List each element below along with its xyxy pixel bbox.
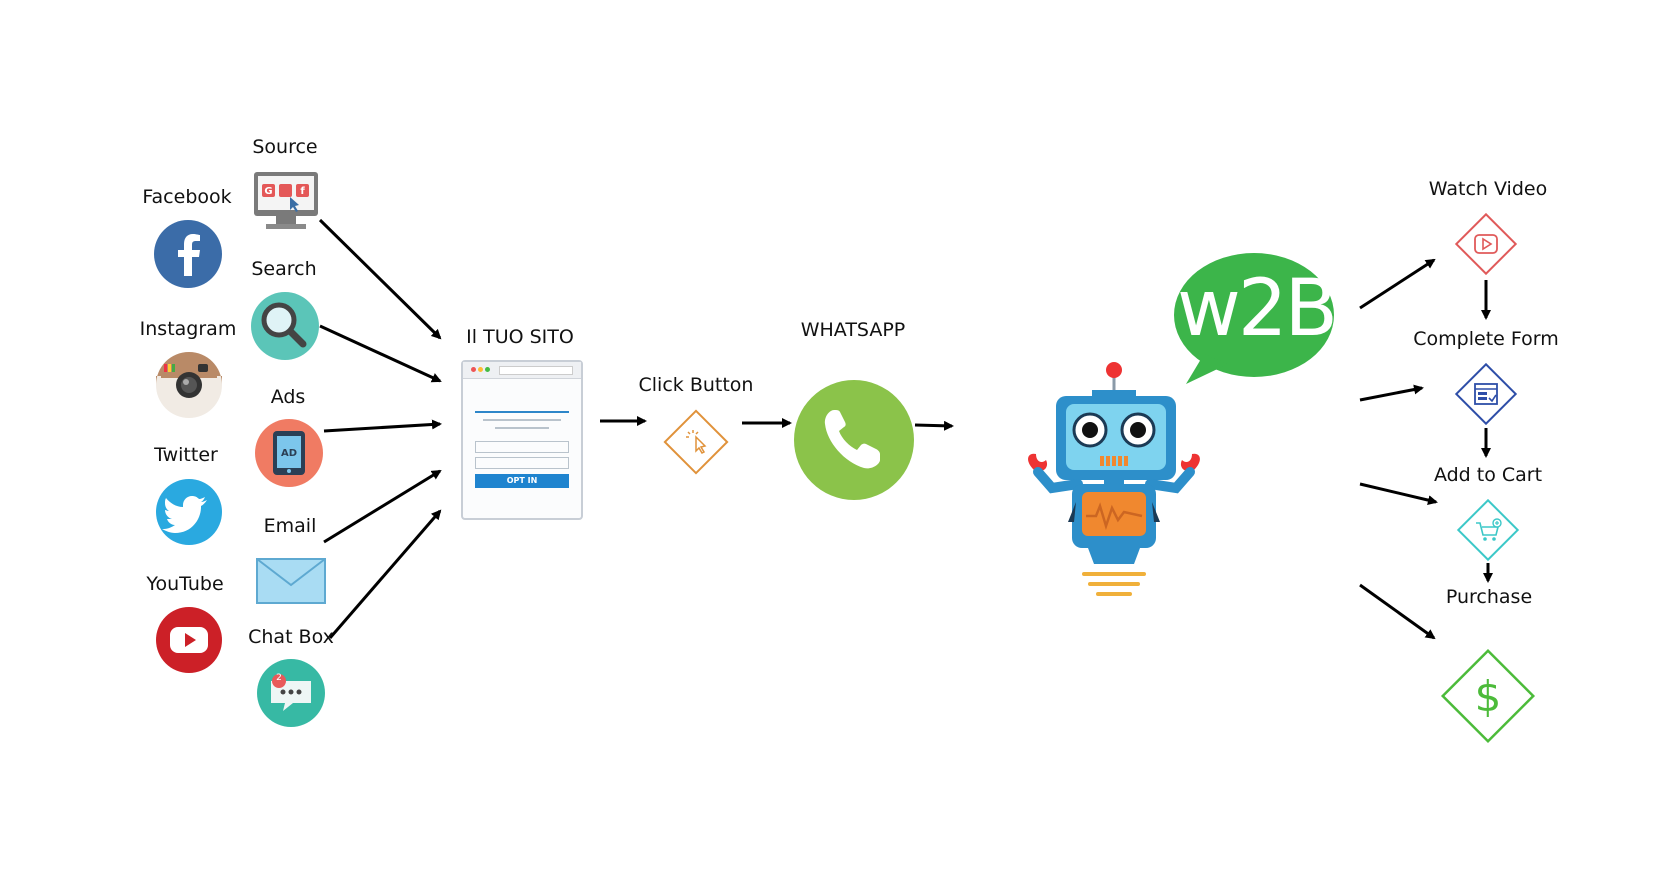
twitter-label: Twitter bbox=[154, 444, 218, 466]
svg-text:AD: AD bbox=[281, 448, 297, 459]
youtube-icon bbox=[156, 607, 222, 677]
arrow-chat-to-site bbox=[328, 509, 442, 639]
ad-tablet-icon: AD bbox=[255, 419, 323, 491]
dollar-icon: $ bbox=[1433, 641, 1543, 755]
magnifier-icon bbox=[251, 292, 319, 364]
play-video-icon bbox=[1451, 208, 1521, 284]
opt-in-button[interactable]: OPT IN bbox=[475, 474, 569, 488]
youtube-label: YouTube bbox=[146, 573, 224, 595]
w2b-bubble-text: w2B bbox=[1177, 264, 1338, 354]
webpage-icon: OPT IN bbox=[461, 360, 583, 520]
chat-box-label: Chat Box bbox=[248, 626, 334, 648]
watch-video-label: Watch Video bbox=[1428, 178, 1548, 200]
arrow-email-to-site bbox=[323, 469, 442, 544]
facebook-label: Facebook bbox=[142, 186, 232, 208]
monitor-icon: G f bbox=[252, 170, 320, 240]
add-to-cart-label: Add to Cart bbox=[1433, 464, 1543, 486]
complete-form-label: Complete Form bbox=[1413, 328, 1559, 350]
facebook-icon bbox=[154, 220, 222, 292]
click-button-label: Click Button bbox=[638, 374, 754, 396]
form-icon bbox=[1451, 358, 1521, 434]
svg-text:G: G bbox=[264, 186, 272, 197]
arrow-bot-to-form bbox=[1359, 384, 1424, 402]
arrow-bot-to-video bbox=[1359, 258, 1436, 310]
chat-badge: 2 bbox=[276, 673, 282, 683]
svg-text:$: $ bbox=[1475, 672, 1502, 721]
chat-bubble-icon: 2 bbox=[257, 659, 325, 731]
source-label: Source bbox=[252, 136, 318, 158]
robot-icon bbox=[1012, 360, 1222, 609]
w2b-speech-bubble: w2B bbox=[1168, 252, 1338, 390]
purchase-label: Purchase bbox=[1445, 586, 1533, 608]
arrow-source-to-site bbox=[318, 218, 442, 340]
cart-icon bbox=[1453, 494, 1523, 570]
arrow-bot-to-purchase bbox=[1359, 583, 1436, 640]
twitter-icon bbox=[156, 479, 222, 549]
email-label: Email bbox=[263, 515, 317, 537]
site-label: Il TUO SITO bbox=[466, 326, 574, 348]
instagram-icon bbox=[156, 352, 222, 422]
search-label: Search bbox=[251, 258, 317, 280]
instagram-label: Instagram bbox=[139, 318, 237, 340]
arrow-whatsapp-to-bot bbox=[914, 420, 954, 431]
envelope-icon bbox=[256, 558, 326, 608]
phone-icon bbox=[794, 380, 914, 504]
svg-text:f: f bbox=[300, 186, 305, 197]
cursor-click-icon bbox=[660, 406, 732, 482]
arrow-bot-to-cart bbox=[1359, 482, 1438, 506]
arrow-search-to-site bbox=[319, 324, 442, 383]
arrow-ads-to-site bbox=[323, 419, 442, 433]
ads-label: Ads bbox=[270, 386, 306, 408]
whatsapp-label: WHATSAPP bbox=[800, 319, 906, 341]
